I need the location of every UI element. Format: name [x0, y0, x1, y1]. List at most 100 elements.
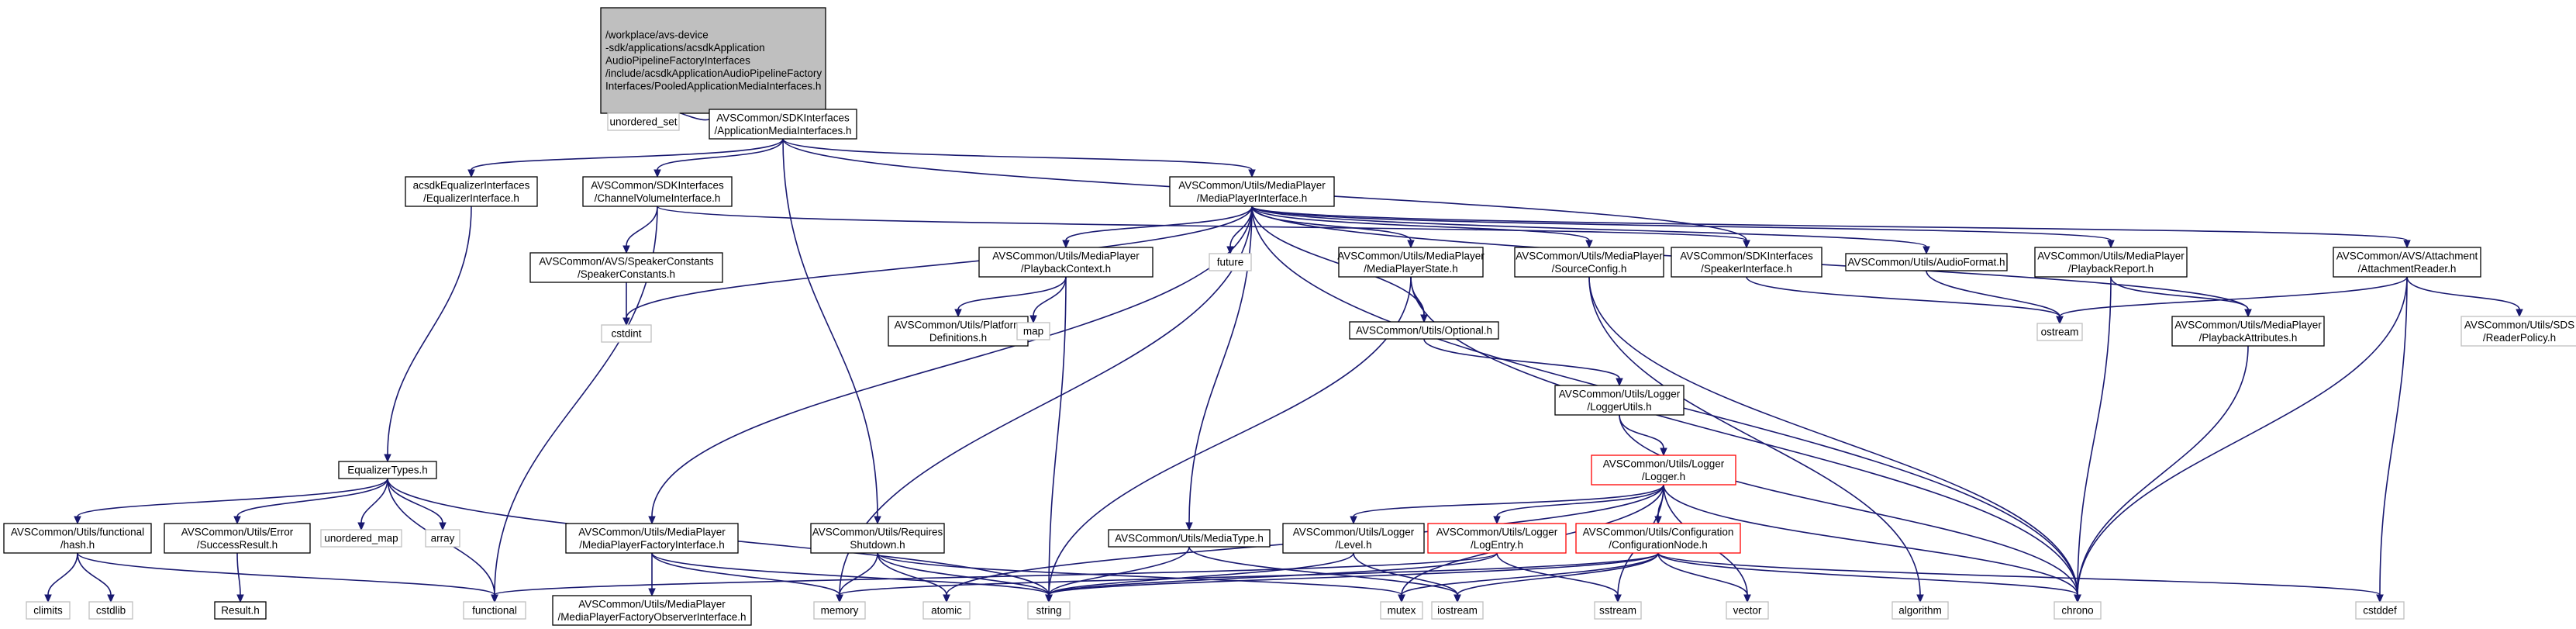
edge-eq-types-to-unordered-map [360, 478, 388, 524]
node-mp-factory[interactable]: AVSCommon/Utils/MediaPlayer/MediaPlayerF… [565, 523, 739, 554]
node-log-entry[interactable]: AVSCommon/Utils/Logger/LogEntry.h [1427, 523, 1567, 554]
node-mp-iface[interactable]: AVSCommon/Utils/MediaPlayer/MediaPlayerI… [1169, 176, 1335, 207]
edge-audio-fmt-to-ostream [1926, 270, 2060, 317]
edge-config-node-to-memory [839, 552, 1659, 596]
node-cstdlib[interactable]: cstdlib [88, 601, 133, 620]
edge-app-media-to-chan-vol [657, 138, 784, 171]
node-label-line: AVSCommon/Utils/SDS [2464, 319, 2574, 330]
node-chrono[interactable]: chrono [2054, 601, 2102, 620]
node-array[interactable]: array [425, 529, 460, 548]
node-label-line: array [431, 533, 455, 544]
node-box [338, 461, 437, 479]
edge-config-node-to-mutex [1401, 552, 1659, 596]
node-unordered-map[interactable]: unordered_map [320, 529, 402, 548]
node-functional[interactable]: functional [463, 601, 526, 620]
edge-log-entry-to-string [1048, 552, 1498, 596]
edge-arrowhead [74, 516, 81, 525]
node-src-config[interactable]: AVSCommon/Utils/MediaPlayer/SourceConfig… [1514, 247, 1664, 278]
edge-arrowhead [622, 317, 630, 327]
node-box [1016, 322, 1050, 340]
node-pb-context[interactable]: AVSCommon/Utils/MediaPlayer/PlaybackCont… [978, 247, 1154, 278]
node-cstddef[interactable]: cstddef [2355, 601, 2405, 620]
node-ostream[interactable]: ostream [2036, 323, 2083, 341]
node-eq-types[interactable]: EqualizerTypes.h [338, 461, 437, 479]
node-config-node[interactable]: AVSCommon/Utils/Configuration/Configurat… [1575, 523, 1741, 554]
node-audio-fmt[interactable]: AVSCommon/Utils/AudioFormat.h [1845, 253, 2008, 271]
edge-app-media-to-mp-iface [782, 138, 1253, 171]
node-iostream[interactable]: iostream [1431, 601, 1484, 620]
node-algorithm[interactable]: algorithm [1891, 601, 1949, 620]
node-atomic[interactable]: atomic [922, 601, 971, 620]
node-label-line: AVSCommon/Utils/Logger [1603, 458, 1725, 469]
node-app-media[interactable]: AVSCommon/SDKInterfaces/ApplicationMedia… [709, 109, 857, 140]
node-success[interactable]: AVSCommon/Utils/Error/SuccessResult.h [164, 523, 311, 554]
node-label-line: Shutdown.h [850, 539, 905, 551]
edge-eq-types-to-array [387, 478, 443, 524]
edge-src-config-to-chrono [1588, 276, 2078, 596]
node-mp-factory-obs[interactable]: AVSCommon/Utils/MediaPlayer/MediaPlayerF… [552, 595, 752, 626]
node-future[interactable]: future [1209, 253, 1252, 271]
node-logger[interactable]: AVSCommon/Utils/Logger/Logger.h [1591, 454, 1736, 486]
node-memory[interactable]: memory [813, 601, 866, 620]
node-climits[interactable]: climits [26, 601, 71, 620]
node-label-line: climits [33, 605, 63, 617]
node-label-line: ostream [2041, 327, 2079, 338]
node-spk-const[interactable]: AVSCommon/AVS/SpeakerConstants/SpeakerCo… [529, 252, 723, 283]
edge-pb-context-to-map [1033, 276, 1067, 316]
edge-logger-utils-to-chrono [1619, 414, 2078, 596]
node-box [425, 529, 460, 548]
edge-success-to-result [236, 552, 241, 596]
node-root[interactable]: /workplace/avs-device-sdk/applications/a… [600, 7, 826, 114]
node-pb-attrs[interactable]: AVSCommon/Utils/MediaPlayer/PlaybackAttr… [2171, 316, 2325, 347]
node-label-line: chrono [2061, 605, 2093, 617]
node-string[interactable]: string [1027, 601, 1071, 620]
node-label-line: string [1036, 605, 1061, 617]
edge-att-reader-to-ostream [2059, 276, 2408, 317]
node-label-line: AVSCommon/Utils/Platform [895, 319, 1022, 330]
node-label-line: /workplace/avs-device [605, 29, 709, 41]
edge-arrowhead [1743, 240, 1750, 249]
node-log-level[interactable]: AVSCommon/Utils/Logger/Level.h [1282, 523, 1425, 554]
node-label-line: AVSCommon/Utils/Logger [1436, 526, 1558, 537]
node-eq-iface[interactable]: acsdkEqualizerInterfaces/EqualizerInterf… [405, 176, 538, 207]
node-mp-state[interactable]: AVSCommon/Utils/MediaPlayer/MediaPlayerS… [1337, 247, 1485, 278]
node-chan-vol[interactable]: AVSCommon/SDKInterfaces/ChannelVolumeInt… [582, 176, 733, 207]
node-logger-utils[interactable]: AVSCommon/Utils/Logger/LoggerUtils.h [1554, 385, 1685, 416]
node-label-line: /MediaPlayerInterface.h [1197, 192, 1308, 204]
node-result[interactable]: Result.h [214, 601, 267, 620]
node-label-line: /Logger.h [1642, 471, 1685, 482]
node-label-line: cstdlib [96, 605, 126, 617]
node-label-line: /MediaPlayerState.h [1364, 263, 1458, 275]
node-cstdint[interactable]: cstdint [601, 324, 652, 343]
node-optional[interactable]: AVSCommon/Utils/Optional.h [1349, 321, 1499, 340]
edge-arrowhead [2244, 309, 2252, 318]
edge-arrowhead [1923, 246, 1930, 255]
node-mutex[interactable]: mutex [1380, 601, 1423, 620]
node-vector[interactable]: vector [1726, 601, 1769, 620]
node-label-line: AVSCommon/AVS/SpeakerConstants [539, 255, 714, 267]
node-unordered-set[interactable]: unordered_set [607, 112, 680, 131]
node-label-line: algorithm [1898, 605, 1942, 617]
edge-arrowhead [491, 594, 498, 603]
edge-arrowhead [1454, 594, 1461, 603]
node-map[interactable]: map [1016, 322, 1050, 340]
node-media-type[interactable]: AVSCommon/Utils/MediaType.h [1108, 529, 1271, 548]
node-att-reader[interactable]: AVSCommon/AVS/Attachment/AttachmentReade… [2333, 247, 2481, 278]
node-spk-iface[interactable]: AVSCommon/SDKInterfaces/SpeakerInterface… [1671, 247, 1823, 278]
node-box [2333, 247, 2481, 278]
node-box [2036, 323, 2083, 341]
node-box [2355, 601, 2405, 620]
node-pb-report[interactable]: AVSCommon/Utils/MediaPlayer/PlaybackRepo… [2034, 247, 2188, 278]
edge-arrowhead [1585, 240, 1593, 249]
node-box [463, 601, 526, 620]
node-sds-policy[interactable]: AVSCommon/Utils/SDS/ReaderPolicy.h [2460, 316, 2576, 347]
node-hash[interactable]: AVSCommon/Utils/functional/hash.h [3, 523, 152, 554]
edge-arrowhead [2056, 316, 2064, 325]
node-label-line: AVSCommon/Utils/MediaPlayer [992, 250, 1140, 261]
node-box [1427, 523, 1567, 554]
node-label-line: /MediaPlayerFactoryObserverInterface.h [557, 611, 746, 623]
node-sstream[interactable]: sstream [1594, 601, 1642, 620]
edge-arrowhead [44, 594, 52, 603]
